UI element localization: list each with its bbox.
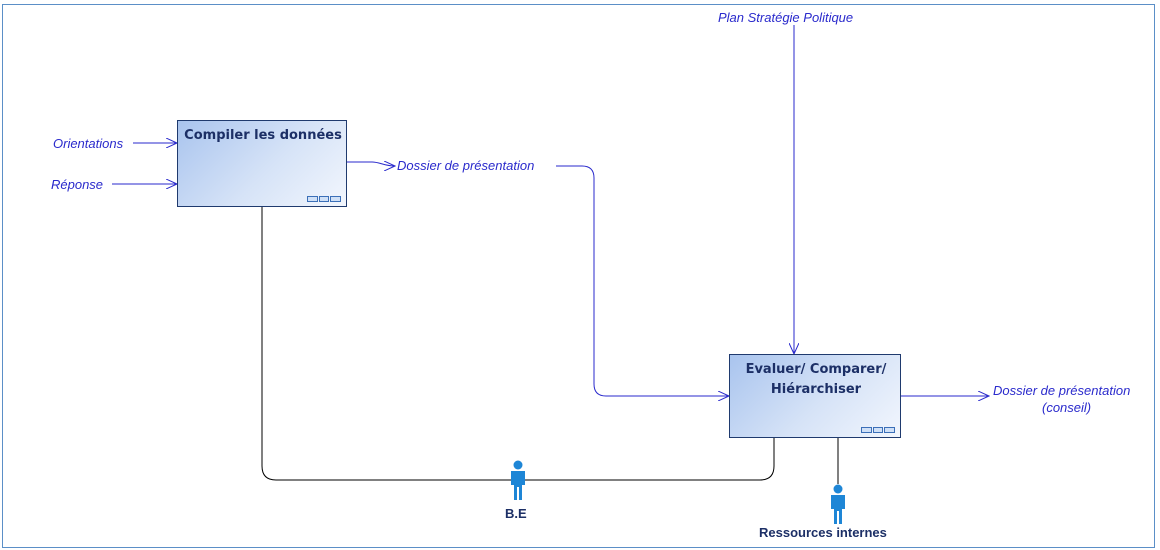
- output-arrow-dossier: [347, 162, 395, 166]
- activity-decomposition-marker: [307, 196, 342, 202]
- output-label-dossier: Dossier de présentation: [397, 158, 535, 173]
- activity-compile-box[interactable]: Compiler les données: [177, 120, 347, 207]
- activity-evaluate-title-line1: Evaluer/ Comparer/: [745, 362, 887, 377]
- activity-decomposition-marker: [861, 427, 896, 433]
- input-label-reponse: Réponse: [51, 177, 104, 192]
- control-label-plan: Plan Stratégie Politique: [718, 10, 854, 25]
- activity-compile-title: Compiler les données: [184, 128, 342, 143]
- person-icon: [831, 484, 845, 524]
- input-label-orientations: Orientations: [53, 136, 124, 151]
- activity-evaluate-title-line2: Hiérarchiser: [770, 382, 862, 397]
- diagram-canvas: [2, 4, 1155, 548]
- person-icon: [511, 460, 525, 500]
- output-label-conseil: (conseil): [1042, 400, 1092, 415]
- mechanism-line-be: [261, 207, 775, 481]
- output-label-dossier-conseil: Dossier de présentation: [993, 383, 1131, 398]
- mechanism-label-be: B.E: [505, 506, 527, 521]
- activity-evaluate-box[interactable]: Evaluer/ Comparer/ Hiérarchiser: [729, 354, 901, 438]
- connector-dossier-to-evaluate: [556, 165, 729, 396]
- mechanism-label-ressources: Ressources internes: [759, 525, 887, 540]
